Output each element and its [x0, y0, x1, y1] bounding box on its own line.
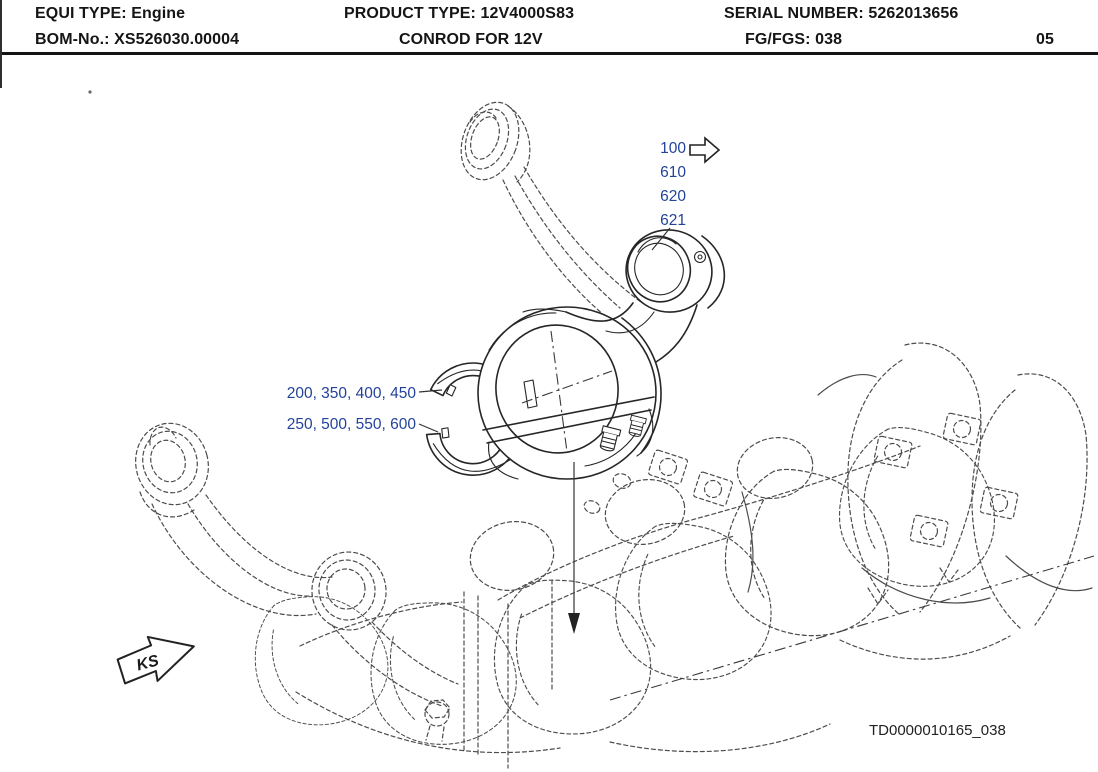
serial-number-field: SERIAL NUMBER: 5262013656	[724, 4, 958, 24]
page-left-border	[0, 0, 2, 88]
stray-dot	[88, 90, 92, 94]
callout-621: 621	[660, 212, 686, 229]
fg-fgs-label: FG/FGS:	[745, 31, 811, 48]
product-type-value: 12V4000S83	[480, 5, 575, 22]
drawing-number: TD0000010165_038	[869, 722, 1006, 739]
equi-type-label: EQUI TYPE:	[35, 5, 127, 22]
equi-type-field: EQUI TYPE: Engine	[35, 4, 185, 24]
header-rule	[0, 52, 1098, 55]
callout-upper-shell: 200, 350, 400, 450	[287, 385, 417, 402]
callout-610: 610	[660, 164, 686, 181]
conrod-solid	[477, 229, 725, 480]
callout-620: 620	[660, 188, 686, 205]
down-arrow	[568, 462, 580, 634]
callout-group-top: 100 610 620 621	[660, 136, 721, 229]
crankshaft-ghost	[244, 342, 1095, 769]
ghost-conrod-2	[135, 422, 459, 707]
conrod-bolt	[599, 425, 622, 452]
leader-line	[418, 423, 439, 433]
callout-lower-shell: 250, 500, 550, 600	[287, 416, 417, 433]
bom-number-field: BOM-No.: XS526030.00004	[35, 30, 239, 50]
sheet-number: 05	[1036, 31, 1054, 48]
bom-number-value: XS526030.00004	[114, 31, 240, 48]
fg-fgs-field: FG/FGS: 038	[745, 30, 842, 50]
serial-number-label: SERIAL NUMBER:	[724, 5, 864, 22]
serial-number-value: 5262013656	[868, 5, 959, 22]
ghost-conrod-1	[460, 101, 642, 321]
product-type-label: PRODUCT TYPE:	[344, 5, 476, 22]
ks-label: KS	[135, 652, 161, 674]
leader-line	[418, 389, 443, 393]
fg-fgs-value: 038	[815, 31, 843, 48]
page-title: CONROD FOR 12V	[399, 31, 543, 48]
conrod-bolt	[628, 414, 647, 437]
product-type-field: PRODUCT TYPE: 12V4000S83	[344, 4, 574, 24]
ks-direction-arrow: KS	[116, 635, 195, 685]
bom-number-label: BOM-No.:	[35, 31, 110, 48]
leader-line	[651, 227, 671, 251]
callout-100: 100	[660, 140, 686, 157]
equi-type-value: Engine	[131, 5, 186, 22]
ref-arrow-icon	[689, 136, 721, 164]
